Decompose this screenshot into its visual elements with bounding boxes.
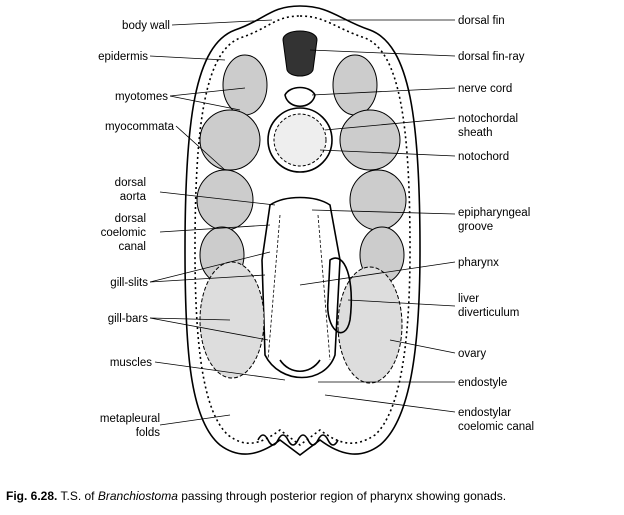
- ovary: [337, 266, 403, 384]
- caption-fig-number: Fig. 6.28.: [6, 489, 58, 503]
- label-dorsal-fin-ray: dorsal fin-ray: [458, 51, 525, 63]
- label-gill-bars: gill-bars: [108, 313, 149, 325]
- label-epipharyngeal-1: epipharyngeal: [458, 207, 530, 219]
- figure-caption: Fig. 6.28. T.S. of Branchiostoma passing…: [6, 489, 506, 503]
- label-dcc-2: coelomic: [101, 227, 147, 239]
- body-wall-outline: [184, 5, 421, 456]
- label-epipharyngeal-2: groove: [458, 221, 493, 233]
- label-ovary: ovary: [458, 348, 486, 360]
- label-myocommata: myocommata: [105, 121, 175, 133]
- label-gill-slits: gill-slits: [110, 277, 148, 289]
- label-metapleural-1: metapleural: [100, 413, 160, 425]
- notochordal-sheath: [267, 107, 333, 173]
- caption-post: passing through posterior region of phar…: [181, 489, 507, 503]
- metapleural-folds: [257, 434, 339, 446]
- label-body-wall: body wall: [122, 20, 170, 32]
- label-endostylar-1: endostylar: [458, 407, 511, 419]
- label-endostyle: endostyle: [458, 377, 507, 389]
- label-notochordal-1: notochordal: [458, 113, 518, 125]
- label-liver-1: liver: [458, 293, 479, 305]
- label-dcc-3: canal: [119, 241, 147, 253]
- liver-diverticulum: [326, 257, 353, 334]
- gonad-left: [199, 261, 265, 379]
- label-dorsal-fin: dorsal fin: [458, 15, 505, 27]
- label-dcc-1: dorsal: [115, 213, 146, 225]
- label-dorsal-aorta-2: aorta: [120, 191, 147, 203]
- dorsal-fin-ray: [282, 30, 318, 77]
- nerve-cord: [284, 86, 316, 108]
- endostyle: [279, 359, 321, 373]
- label-metapleural-2: folds: [136, 427, 161, 439]
- label-endostylar-2: coelomic canal: [458, 421, 534, 433]
- gill-bars: [267, 214, 331, 361]
- leader-lines: [149, 19, 456, 426]
- pharynx: [261, 196, 341, 379]
- notochord: [273, 113, 327, 167]
- label-notochordal-2: sheath: [458, 127, 493, 139]
- label-liver-2: diverticulum: [458, 307, 519, 319]
- label-pharynx: pharynx: [458, 257, 499, 269]
- label-notochord: notochord: [458, 151, 509, 163]
- label-muscles: muscles: [110, 357, 152, 369]
- label-myotomes: myotomes: [115, 91, 168, 103]
- myotomes-right: [332, 54, 407, 284]
- label-dorsal-aorta-1: dorsal: [115, 177, 146, 189]
- caption-pre: T.S. of: [60, 489, 95, 503]
- label-nerve-cord: nerve cord: [458, 83, 512, 95]
- label-epidermis: epidermis: [98, 51, 148, 63]
- caption-genus: Branchiostoma: [97, 489, 178, 503]
